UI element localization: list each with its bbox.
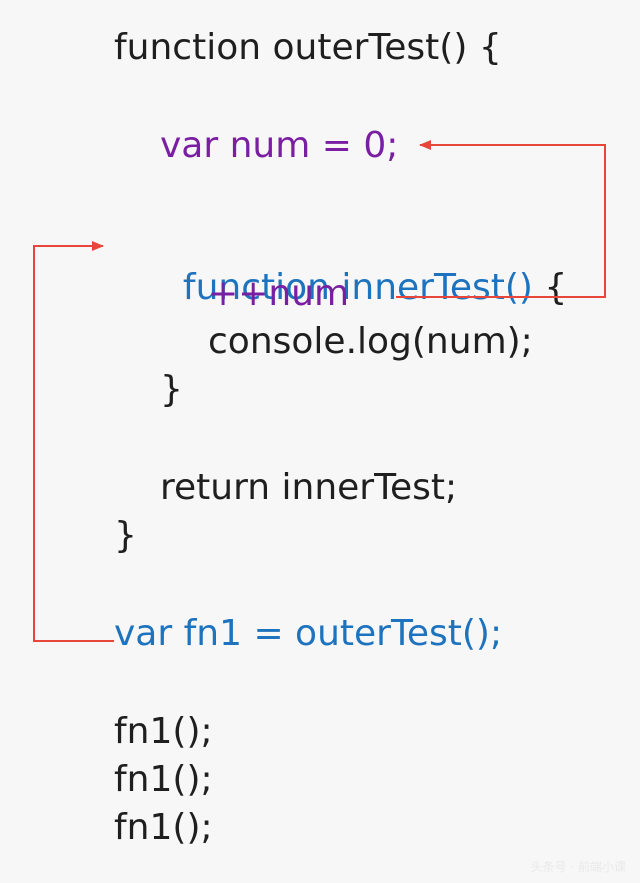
- watermark: 头条号 · 前端小课: [530, 860, 626, 874]
- code-line-call-3: fn1();: [114, 807, 213, 848]
- code-line-call-2: fn1();: [114, 759, 213, 800]
- code-line-increment: ++num: [208, 273, 350, 314]
- code-line-var-fn1: var fn1 = outerTest();: [114, 613, 503, 654]
- code-line-var-num: var num = 0;: [160, 125, 399, 166]
- code-line-inner-close: }: [160, 369, 183, 410]
- code-line-outer-close: }: [114, 515, 137, 556]
- code-line-outer-function: function outerTest() {: [114, 27, 502, 68]
- arrow-fn1-to-inner: [33, 241, 114, 642]
- code-line-return: return innerTest;: [160, 467, 458, 508]
- code-line-call-1: fn1();: [114, 711, 213, 752]
- inner-function-brace: {: [532, 267, 568, 308]
- code-line-console-log: console.log(num);: [208, 321, 533, 362]
